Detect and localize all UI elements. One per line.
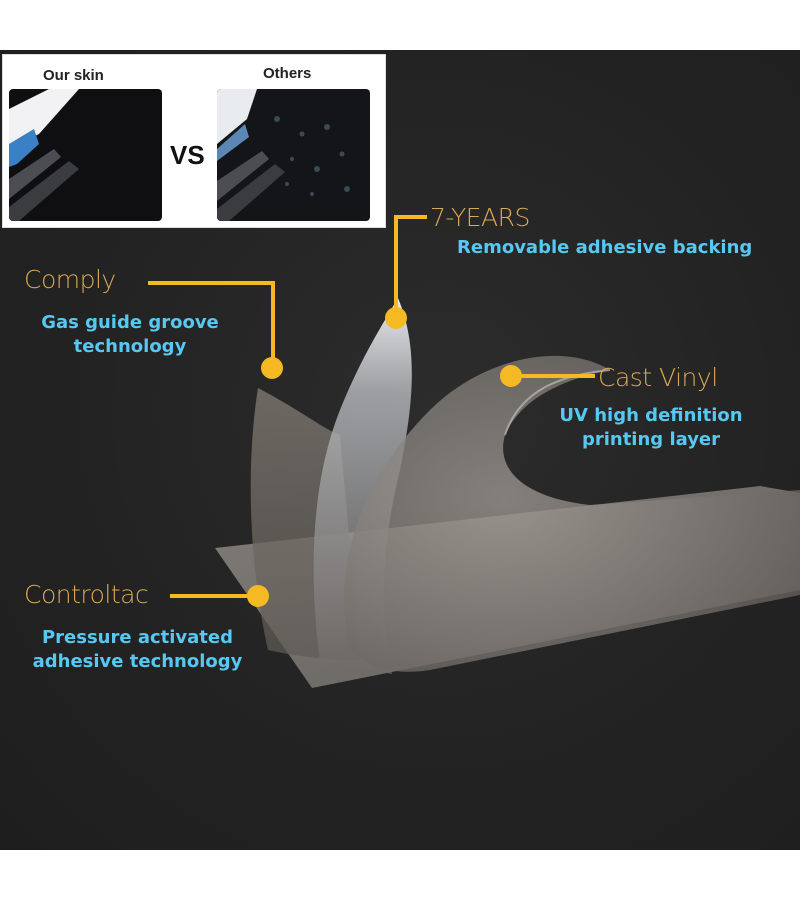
callout-cast-vinyl-title: Cast Vinyl [598, 363, 718, 392]
layer-diagram [148, 215, 800, 688]
others-label: Others [263, 65, 312, 82]
controltac-desc-line-1: Pressure activated [41, 627, 234, 648]
callout-7-years-title: 7-YEARS [430, 203, 530, 232]
comply-desc-line-2: technology [73, 336, 187, 357]
callout-controltac-desc: Pressure activated adhesive technology [30, 626, 245, 674]
right-curl-layer [343, 355, 800, 672]
comparison-panel: Our skin Others VS [2, 54, 386, 228]
callout-dots [247, 307, 522, 607]
our-skin-image [9, 89, 162, 221]
callout-comply-desc: Gas guide groove technology [40, 311, 220, 359]
callout-lines [148, 215, 595, 598]
callout-cast-vinyl-desc: UV high definition printing layer [556, 404, 746, 452]
callout-comply-title: Comply [24, 265, 116, 294]
controltac-desc-line-2: adhesive technology [32, 651, 243, 672]
cast-vinyl-desc-line-2: printing layer [581, 429, 721, 450]
our-skin-label: Our skin [43, 67, 104, 84]
callout-7-years-desc: Removable adhesive backing [457, 237, 753, 258]
comply-desc-line-1: Gas guide groove [41, 312, 219, 333]
callout-controltac-title: Controltac [24, 580, 149, 609]
others-image [217, 89, 370, 221]
cast-vinyl-desc-line-1: UV high definition [559, 405, 743, 426]
vs-label: VS [170, 140, 205, 170]
middle-layer [313, 298, 412, 674]
